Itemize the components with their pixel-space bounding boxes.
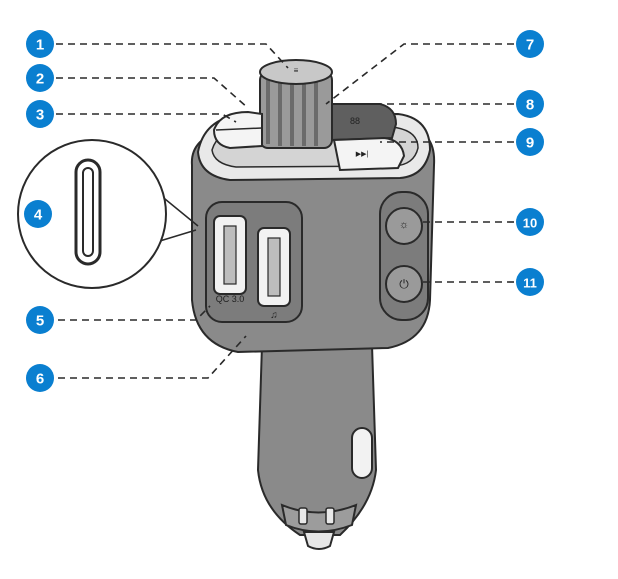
callout-number: 8 xyxy=(526,97,534,114)
callout-11: 11 xyxy=(516,268,544,296)
callout-6: 6 xyxy=(26,364,54,392)
light-icon: ☼ xyxy=(399,219,409,231)
callout-8: 8 xyxy=(516,90,544,118)
callout-number: 11 xyxy=(523,276,537,291)
callout-circle xyxy=(516,30,544,58)
callout-circle xyxy=(516,90,544,118)
left-buttons[interactable] xyxy=(212,110,263,150)
callout-number: 5 xyxy=(36,313,44,330)
callout-number: 9 xyxy=(526,135,534,152)
side-buttons: ☼ ⏻ xyxy=(379,191,429,321)
usb-c-zoom xyxy=(17,139,199,289)
callout-number: 10 xyxy=(523,216,537,231)
callout-number: 4 xyxy=(34,207,43,224)
usb-port-panel: QC 3.0 ♫ xyxy=(205,201,303,323)
callout-circle xyxy=(26,364,54,392)
music-note-label: ♫ xyxy=(270,310,278,321)
callout-number: 3 xyxy=(36,107,44,124)
svg-text:▶▶|: ▶▶| xyxy=(356,151,369,158)
right-button[interactable]: ▶▶| xyxy=(332,136,406,172)
qc-label: QC 3.0 xyxy=(216,294,245,304)
svg-text:≡: ≡ xyxy=(294,66,299,75)
display: 88 xyxy=(326,103,398,142)
callout-4: 4 xyxy=(24,200,52,228)
callout-circle xyxy=(26,64,54,92)
power-icon: ⏻ xyxy=(399,277,409,291)
callout-circle xyxy=(26,30,54,58)
callout-9: 9 xyxy=(516,128,544,156)
callout-circle xyxy=(26,100,54,128)
callout-1: 1 xyxy=(26,30,54,58)
car-plug xyxy=(256,344,378,550)
callout-circle xyxy=(24,200,52,228)
volume-knob[interactable]: ≡ xyxy=(259,59,333,149)
callout-badges: 1 2 3 4 5 6 7 8 9 10 11 xyxy=(24,30,544,392)
callout-number: 2 xyxy=(36,71,44,88)
callout-circle xyxy=(516,208,544,236)
callout-7: 7 xyxy=(516,30,544,58)
callout-number: 1 xyxy=(36,37,44,54)
callout-number: 7 xyxy=(526,37,534,54)
callout-2: 2 xyxy=(26,64,54,92)
callout-number: 6 xyxy=(36,371,44,388)
callout-circle xyxy=(516,128,544,156)
callout-circle xyxy=(26,306,54,334)
power-button[interactable] xyxy=(385,265,423,303)
callout-3: 3 xyxy=(26,100,54,128)
callout-5: 5 xyxy=(26,306,54,334)
leader-lines xyxy=(56,43,514,379)
light-button[interactable] xyxy=(385,207,423,245)
svg-text:88: 88 xyxy=(350,116,360,126)
callout-10: 10 xyxy=(516,208,544,236)
callout-circle xyxy=(516,268,544,296)
